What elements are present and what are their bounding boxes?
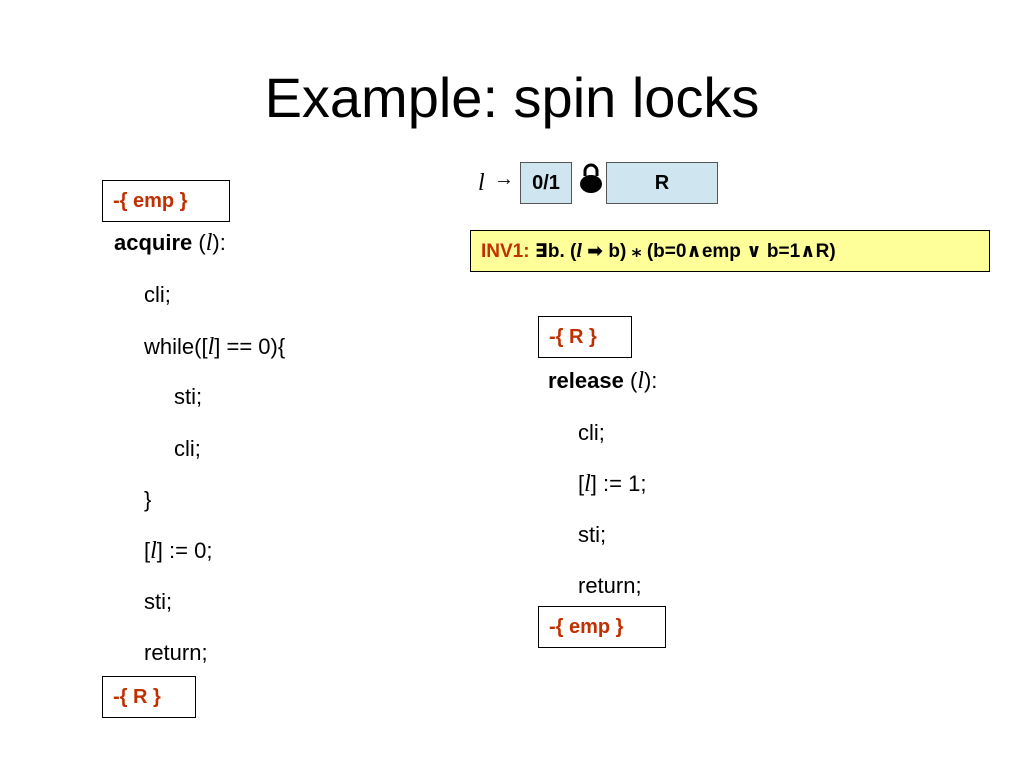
resource-cell: R xyxy=(606,162,718,204)
release-signature: release (l): xyxy=(548,368,657,394)
acquire-param: l xyxy=(207,334,215,360)
acquire-postcondition: -{ R } xyxy=(102,676,196,718)
acquire-line: while([l] == 0){ xyxy=(144,334,285,360)
release-line: [l] := 1; xyxy=(578,471,646,497)
code-fragment: [ xyxy=(144,538,151,563)
code-fragment: ] := 1; xyxy=(590,471,647,496)
release-line: return; xyxy=(578,573,642,598)
acquire-line: } xyxy=(144,487,152,512)
acquire-line: cli; xyxy=(144,282,171,307)
code-fragment: ] == 0){ xyxy=(214,334,286,359)
acquire-param: l xyxy=(150,538,157,564)
release-line: sti; xyxy=(578,522,607,547)
code-fragment: ] := 0; xyxy=(156,538,213,563)
paren-open: ( xyxy=(192,230,206,255)
acquire-signature: acquire (l): xyxy=(114,230,226,256)
code-fragment: [ xyxy=(578,471,585,496)
release-postcondition: -{ emp } xyxy=(538,606,666,648)
paren-close: ): xyxy=(212,230,226,255)
lock-cell: 0/1 xyxy=(520,162,572,204)
acquire-precondition: -{ emp } xyxy=(102,180,230,222)
acquire-line: [l] := 0; xyxy=(144,538,212,564)
invariant-var: l xyxy=(576,240,582,262)
invariant-box: INV1: ∃b. (l ➡ b) ⁎ (b=0∧emp ∨ b=1∧R) xyxy=(470,230,990,272)
invariant-arrow: ➡ b) xyxy=(581,241,632,262)
page-title: Example: spin locks xyxy=(264,66,760,129)
padlock-icon xyxy=(579,162,603,194)
release-line: cli; xyxy=(578,420,605,445)
invariant-exists: ∃b. ( xyxy=(534,241,577,262)
acquire-line: sti; xyxy=(174,384,203,409)
release-param: l xyxy=(637,368,644,394)
invariant-rest: (b=0∧emp ∨ b=1∧R) xyxy=(641,241,836,262)
release-precondition: -{ R } xyxy=(538,316,632,358)
invariant-star: ⁎ xyxy=(631,241,642,262)
acquire-line: cli; xyxy=(174,436,201,461)
acquire-name: acquire xyxy=(114,230,193,255)
paren-open: ( xyxy=(623,368,638,393)
acquire-param: l xyxy=(205,230,213,256)
acquire-line: sti; xyxy=(144,589,173,614)
pointer-arrow: → xyxy=(494,168,514,190)
acquire-line: return; xyxy=(144,640,208,665)
pointer-variable: l xyxy=(478,170,485,196)
invariant-label: INV1: xyxy=(481,241,530,262)
code-fragment: while([ xyxy=(144,334,208,359)
release-param: l xyxy=(584,471,591,497)
paren-close: ): xyxy=(643,368,658,393)
release-name: release xyxy=(548,368,624,393)
